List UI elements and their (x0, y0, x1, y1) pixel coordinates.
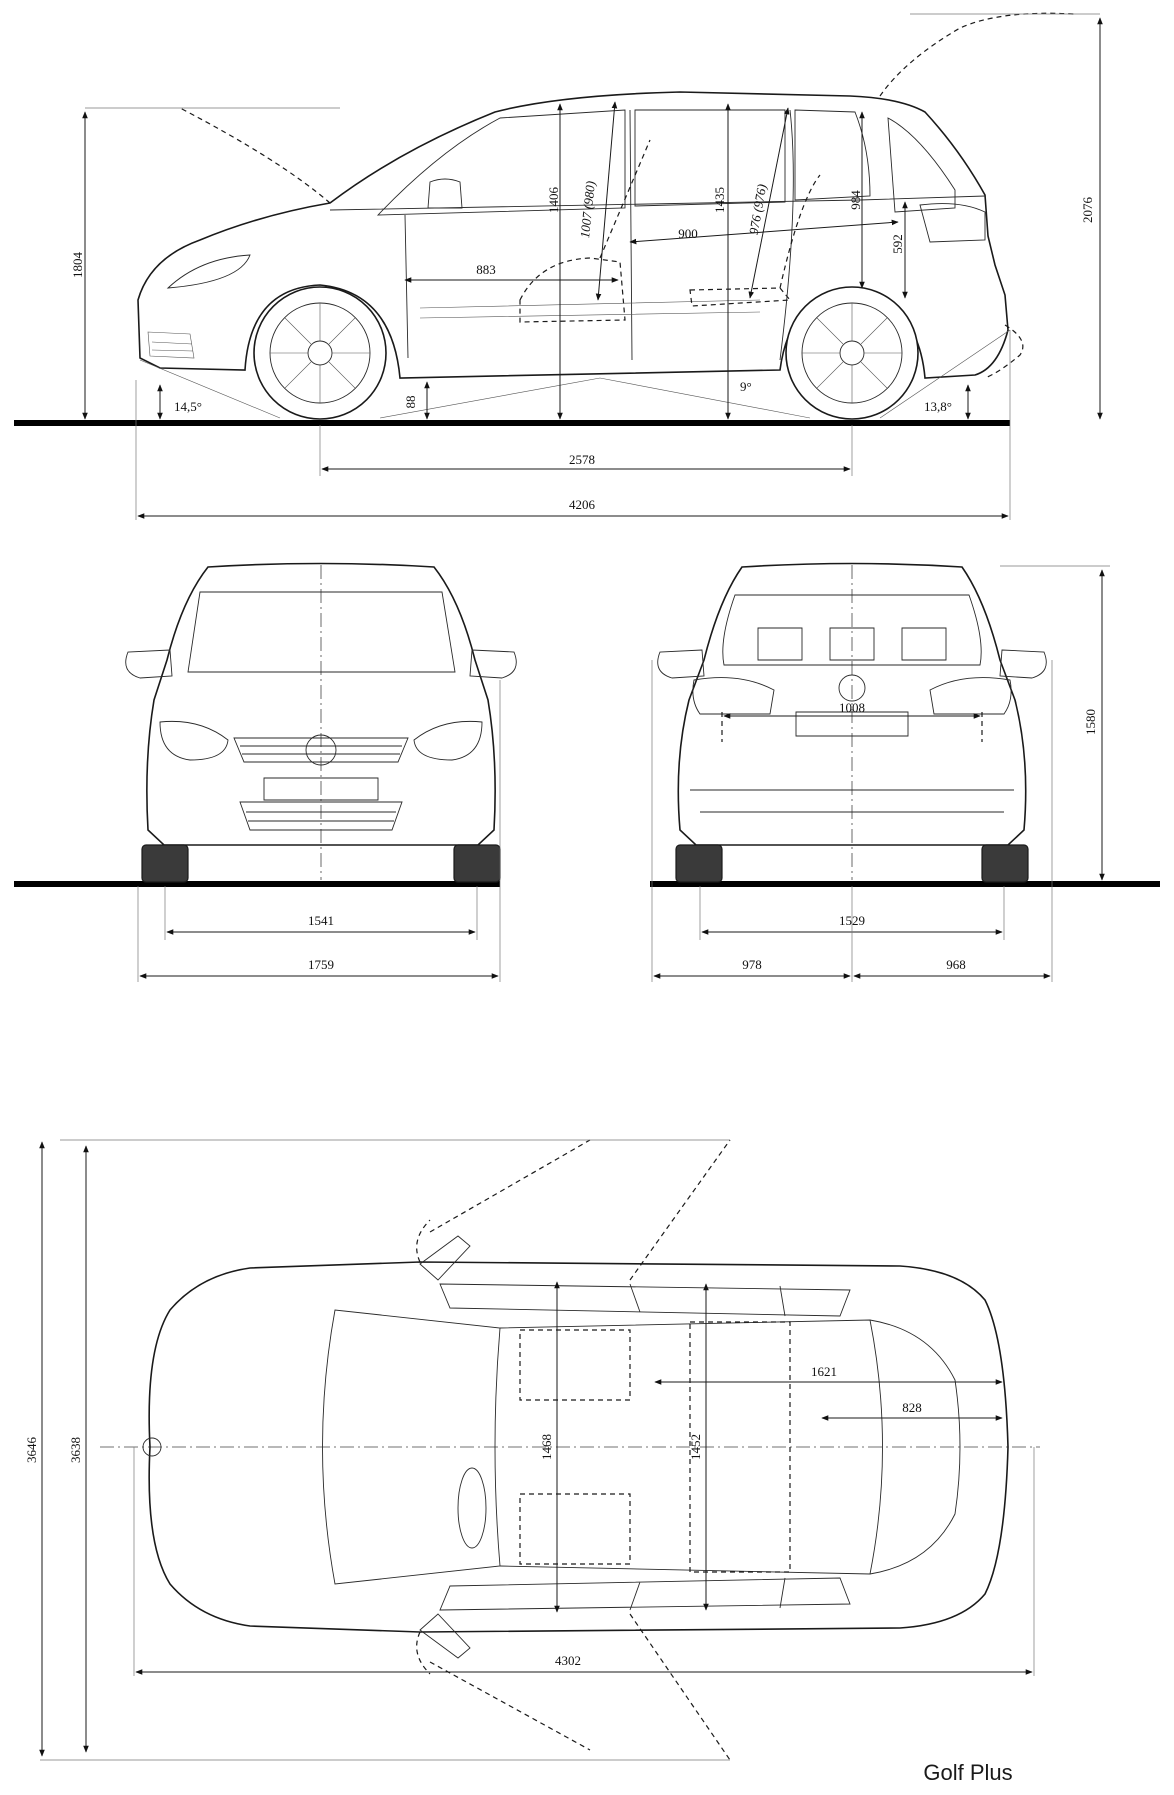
side-headlamp (166, 254, 251, 289)
rear-bumper (690, 789, 1014, 813)
dim-front-seat-height: 1007 (980) (577, 180, 598, 239)
side-rear-window (887, 117, 956, 213)
side-taillamp (919, 203, 986, 243)
front-plate (263, 777, 379, 801)
dim-front-width: 1759 (308, 957, 334, 972)
top-roof (499, 1319, 883, 1575)
dim-top-length: 4302 (555, 1653, 581, 1668)
side-door-lines (404, 109, 794, 361)
rear-badge (838, 674, 866, 702)
top-view: 3646 3638 1468 1452 1621 828 4302 (24, 1139, 1040, 1761)
top-side-windows-lower (439, 1577, 851, 1611)
rear-right-mirror (999, 649, 1047, 679)
top-seat-ghost-front (519, 1329, 631, 1565)
dim-rear-seat-height: 976 (976) (746, 183, 770, 236)
side-rear-wheel (785, 286, 919, 420)
side-windows (376, 109, 871, 216)
dim-rear-height: 1580 (1083, 709, 1098, 735)
top-rear-window (869, 1319, 961, 1575)
side-mirror (427, 178, 463, 209)
dim-cargo-length-max: 1621 (811, 1364, 837, 1379)
side-door-crease (419, 299, 761, 319)
top-badge (142, 1437, 162, 1457)
front-right-tire (453, 844, 501, 883)
top-door-open-upper (416, 1139, 731, 1281)
rear-right-tire (981, 844, 1029, 883)
front-body-outline (146, 562, 496, 846)
dim-cargo-length: 828 (902, 1400, 922, 1415)
side-rear-bumper-ghost (984, 324, 1024, 379)
dim-front-track: 1541 (308, 913, 334, 928)
top-windscreen (322, 1309, 501, 1585)
side-bonnet-open (179, 107, 331, 204)
dim-rear-headroom: 1435 (712, 187, 727, 213)
top-door-open-lower (416, 1613, 731, 1761)
side-tailgate-open (879, 12, 1075, 97)
dim-boot-opening: 1008 (839, 700, 865, 715)
dim-boot-height: 984 (848, 190, 863, 210)
dim-ground-clearance: 88 (403, 396, 418, 409)
dim-rear-half-right: 968 (946, 957, 966, 972)
side-approach-angle-line (139, 359, 281, 419)
rear-left-lamp (692, 677, 775, 715)
dim-front-headroom: 1406 (546, 187, 561, 214)
front-right-mirror (469, 649, 517, 679)
dim-cabin-width-rear: 1452 (688, 1434, 703, 1460)
side-departure-angle-line (879, 329, 1011, 419)
side-beltline (329, 195, 986, 211)
dim-wheelbase: 2578 (569, 452, 595, 467)
rear-body-outline (677, 562, 1027, 846)
dim-length: 4206 (569, 497, 596, 512)
top-body-outline (148, 1261, 1009, 1633)
dim-departure-angle: 13,8° (924, 399, 952, 414)
dim-line-rear-legroom (629, 219, 899, 245)
top-side-windows-upper (439, 1283, 851, 1317)
front-grille (233, 737, 409, 763)
rear-left-mirror (657, 649, 705, 679)
rear-right-lamp (929, 677, 1012, 715)
dim-front-seat-ref: 883 (476, 262, 496, 277)
dim-cabin-width-front: 1468 (539, 1434, 554, 1460)
rear-left-tire (675, 844, 723, 883)
dim-top-width-3646: 3646 (24, 1437, 39, 1464)
rear-view: 1008 1580 1529 978 968 (650, 562, 1160, 982)
side-ramp-angle-lines (379, 377, 811, 419)
top-left-mirror (419, 1235, 471, 1281)
front-left-headlamp (159, 720, 229, 761)
front-lower-grille (239, 801, 403, 831)
front-windscreen (187, 591, 456, 673)
side-fog-lamp (147, 331, 195, 359)
caption-model-name: Golf Plus (923, 1760, 1012, 1785)
dim-ramp-angle: 9° (740, 379, 752, 394)
dim-height-1804: 1804 (70, 252, 85, 279)
top-steering-wheel (457, 1467, 487, 1549)
front-left-mirror (125, 649, 173, 679)
dim-top-width-3638: 3638 (68, 1437, 83, 1463)
top-seat-ghost-rear (689, 1321, 791, 1573)
front-right-headlamp (413, 720, 483, 761)
dim-rear-half-left: 978 (742, 957, 762, 972)
front-view: 1541 1759 (14, 562, 517, 982)
front-badge (305, 734, 337, 766)
rear-plate (795, 711, 909, 737)
dim-height-2076: 2076 (1080, 197, 1095, 224)
rear-window (722, 594, 982, 666)
top-right-mirror (419, 1613, 471, 1659)
dim-rear-legroom-ref: 900 (678, 226, 698, 241)
front-left-tire (141, 844, 189, 883)
side-front-wheel (253, 286, 387, 420)
dim-line-front-seat (595, 101, 618, 301)
side-view: 1804 2076 1406 1007 (980) 1435 976 (976)… (14, 12, 1103, 520)
dim-line-rear-seat (748, 107, 790, 299)
rear-headrests (757, 627, 947, 661)
dim-approach-angle: 14,5° (174, 399, 202, 414)
dim-load-sill: 592 (890, 234, 905, 254)
